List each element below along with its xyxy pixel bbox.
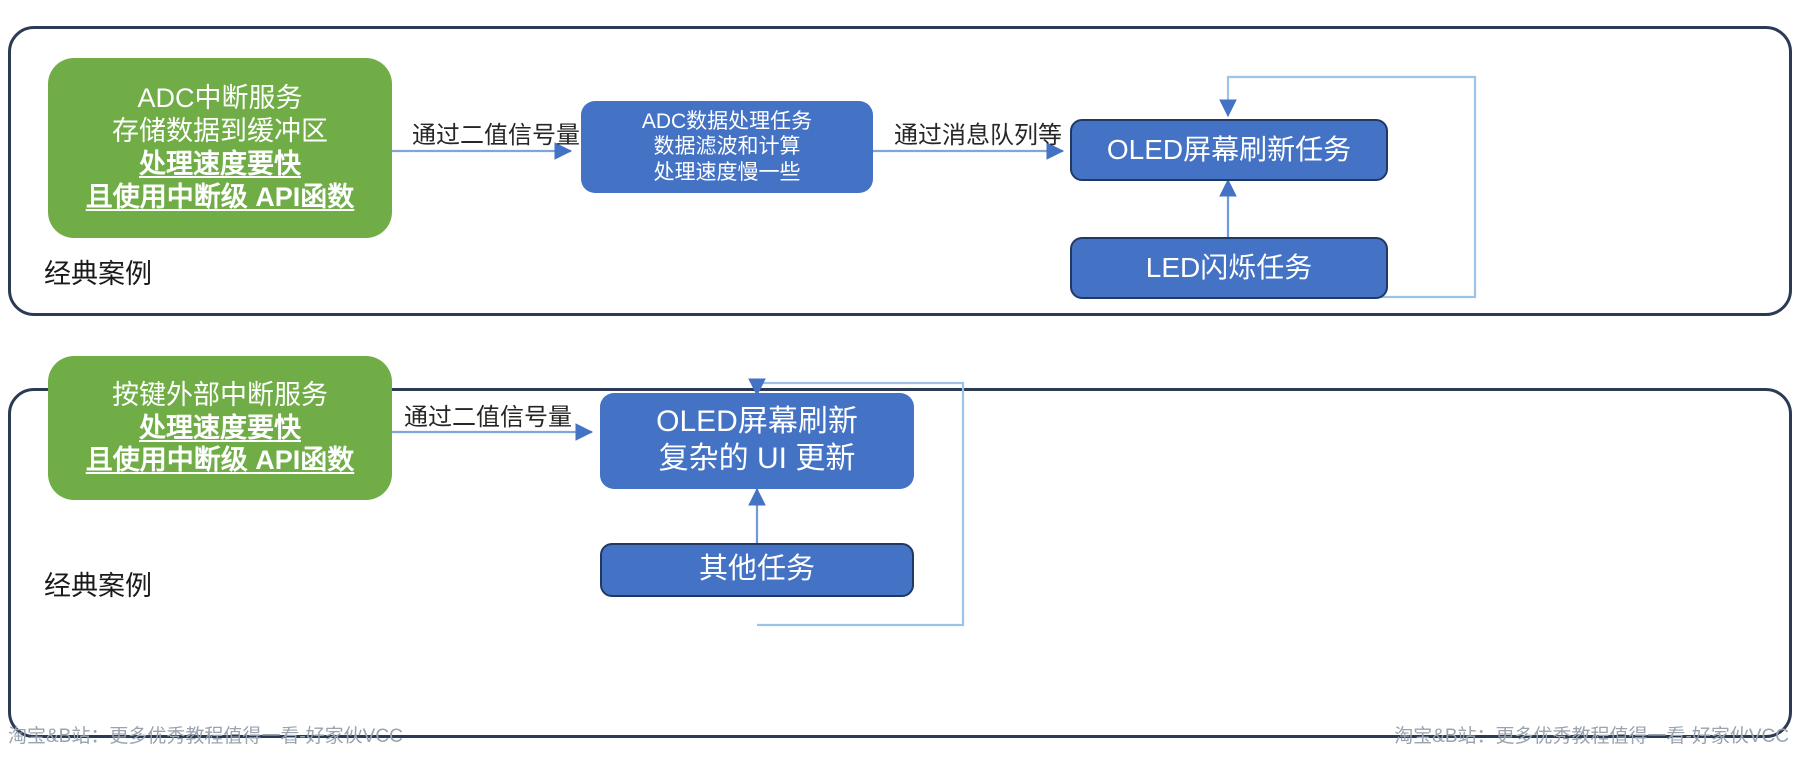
node-led-blink-task-label: LED闪烁任务 bbox=[1145, 251, 1313, 283]
node-adc-isr-line-4: 且使用中断级 API函数 bbox=[85, 181, 355, 212]
node-oled-refresh-task-label: OLED屏幕刷新任务 bbox=[1106, 133, 1352, 165]
node-adc-isr-line-3: 处理速度要快 bbox=[139, 149, 301, 179]
node-adc-isr[interactable]: ADC中断服务 存储数据到缓冲区 处理速度要快 且使用中断级 API函数 bbox=[48, 58, 392, 238]
node-oled-refresh-task[interactable]: OLED屏幕刷新任务 bbox=[1070, 119, 1388, 181]
edge-label-semaphore-top: 通过二值信号量 bbox=[412, 122, 580, 149]
node-other-task[interactable]: 其他任务 bbox=[600, 543, 914, 597]
node-oled-ui-task-line-1: OLED屏幕刷新 bbox=[656, 405, 858, 439]
node-adc-isr-line-2: 存储数据到缓冲区 bbox=[112, 116, 328, 147]
watermark-right: 淘宝&B站：更多优秀教程值得一看-好家伙VCC bbox=[1394, 726, 1789, 747]
node-key-exti-isr[interactable]: 按键外部中断服务 处理速度要快 且使用中断级 API函数 bbox=[48, 356, 392, 500]
node-adc-isr-line-1: ADC中断服务 bbox=[137, 83, 303, 114]
node-led-blink-task[interactable]: LED闪烁任务 bbox=[1070, 237, 1388, 299]
node-adc-process-task[interactable]: ADC数据处理任务 数据滤波和计算 处理速度慢一些 bbox=[581, 101, 873, 193]
node-key-exti-isr-line-1: 按键外部中断服务 bbox=[112, 379, 328, 410]
node-key-exti-isr-line-3: 且使用中断级 API函数 bbox=[85, 445, 355, 476]
caption-classic-case-top: 经典案例 bbox=[44, 259, 152, 289]
caption-classic-case-bottom: 经典案例 bbox=[44, 571, 152, 601]
node-other-task-label: 其他任务 bbox=[698, 553, 815, 586]
watermark-left: 淘宝&B站：更多优秀教程值得一看-好家伙VCC bbox=[8, 726, 403, 747]
node-adc-process-task-line-3: 处理速度慢一些 bbox=[653, 160, 801, 184]
edge-label-queue-top: 通过消息队列等 bbox=[894, 122, 1062, 149]
node-key-exti-isr-line-2: 处理速度要快 bbox=[139, 412, 301, 443]
node-adc-process-task-line-2: 数据滤波和计算 bbox=[653, 135, 801, 159]
node-oled-ui-task-line-2: 复杂的 UI 更新 bbox=[658, 442, 856, 475]
node-adc-process-task-line-1: ADC数据处理任务 bbox=[641, 109, 813, 133]
node-oled-ui-task[interactable]: OLED屏幕刷新 复杂的 UI 更新 bbox=[600, 393, 914, 489]
edge-label-semaphore-bottom: 通过二值信号量 bbox=[404, 404, 572, 431]
